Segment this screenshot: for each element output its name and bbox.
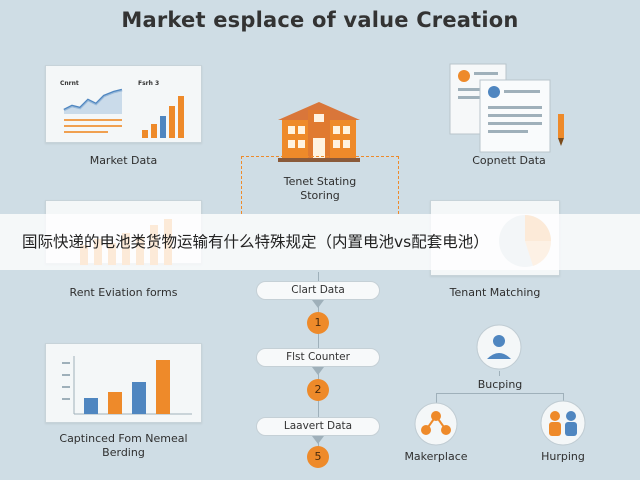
pen-icon bbox=[558, 114, 564, 146]
arrow-down-icon bbox=[312, 300, 324, 308]
flow-number-5: 5 bbox=[307, 446, 329, 468]
captinced-label-line2: Berding bbox=[102, 446, 145, 459]
tree-connector bbox=[563, 393, 564, 403]
arrow-down-icon bbox=[312, 436, 324, 444]
center-bracket bbox=[241, 156, 399, 214]
hurping-label: Hurping bbox=[541, 450, 585, 463]
bar-chart-icon bbox=[62, 356, 192, 415]
page-title: Market esplace of value Creation bbox=[121, 8, 519, 32]
tree-connector bbox=[436, 393, 564, 394]
group-icon bbox=[540, 400, 586, 446]
market-data-tag-right: Fsrh 3 bbox=[138, 80, 160, 87]
flow-step-clart-data: Clart Data bbox=[256, 281, 380, 300]
rent-eviation-label: Rent Eviation forms bbox=[69, 286, 178, 299]
tree-connector bbox=[499, 371, 500, 376]
flow-step-laavert-data: Laavert Data bbox=[256, 417, 380, 436]
flow-number-1: 1 bbox=[307, 312, 329, 334]
overlay-banner: 国际快递的电池类货物运输有什么特殊规定（内置电池vs配套电池） bbox=[0, 214, 640, 270]
flow-step-flst-counter: Flst Counter bbox=[256, 348, 380, 367]
captinced-label-line1: Captinced Fom Nemeal bbox=[59, 432, 188, 445]
market-data-label: Market Data bbox=[89, 154, 158, 167]
group-icon bbox=[414, 402, 458, 446]
tree-connector bbox=[436, 393, 437, 405]
storing-label: Storing bbox=[300, 189, 340, 202]
bar-chart-icon bbox=[142, 96, 184, 138]
tenant-matching-label: Tenant Matching bbox=[449, 286, 541, 299]
tenet-stating-label: Tenet Stating bbox=[283, 175, 357, 188]
captinced-card bbox=[45, 343, 202, 423]
person-icon bbox=[476, 324, 522, 370]
building-icon bbox=[278, 102, 360, 162]
copnett-data-label: Copnett Data bbox=[472, 154, 546, 167]
line-chart-icon bbox=[63, 88, 123, 133]
bucping-label: Bucping bbox=[477, 378, 523, 391]
makerplace-label: Makerplace bbox=[404, 450, 468, 463]
market-data-tag-left: Cnrnt bbox=[60, 80, 79, 87]
document-icon bbox=[449, 63, 564, 153]
market-data-card: Cnrnt Fsrh 3 bbox=[45, 65, 202, 143]
flow-number-2: 2 bbox=[307, 379, 329, 401]
arrow-down-icon bbox=[312, 367, 324, 375]
